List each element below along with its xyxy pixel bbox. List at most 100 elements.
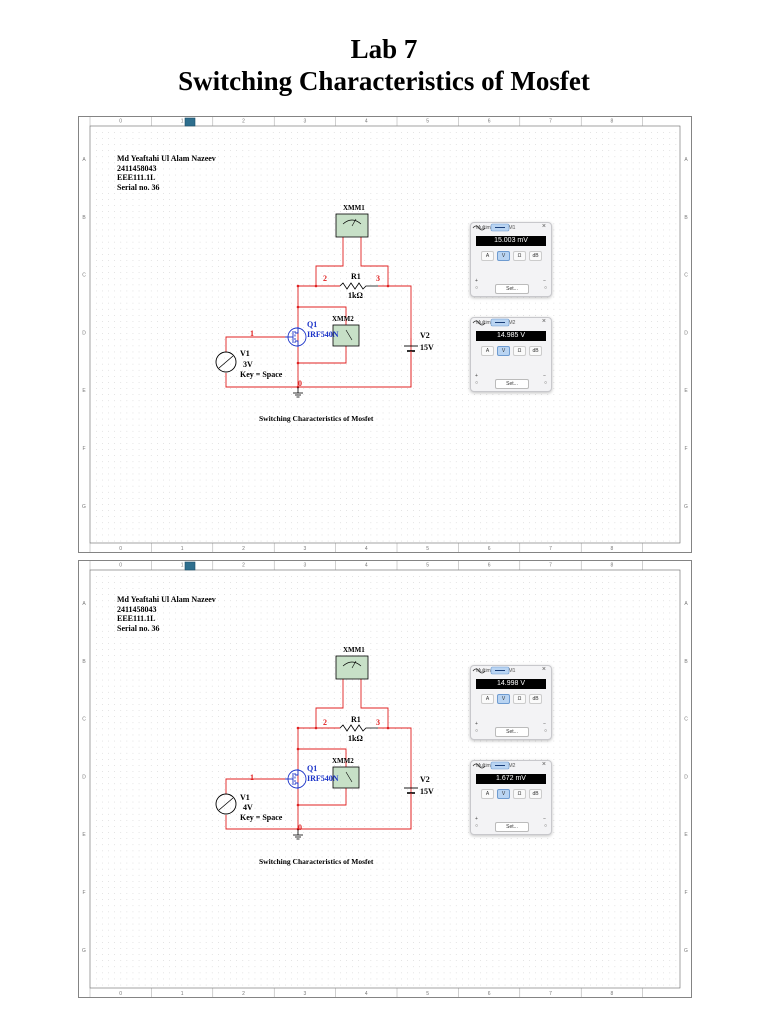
multimeter-xmm2-window[interactable]: Multimeter-XMM2 × 1.672 mV A V Ω dB + ○ …: [470, 760, 552, 835]
junction-dot: [386, 284, 390, 288]
negative-terminal-icon: −: [543, 278, 546, 284]
decibel-mode-button[interactable]: dB: [529, 694, 542, 704]
wire: [298, 748, 347, 770]
wire: [298, 306, 347, 328]
column-ruler-label: 1: [181, 991, 184, 997]
voltmeter-mode-button[interactable]: V: [497, 346, 510, 356]
ammeter-mode-button[interactable]: A: [481, 251, 494, 261]
signal-mode-selector: [472, 666, 510, 675]
ohmmeter-mode-button[interactable]: Ω: [513, 789, 526, 799]
terminal-dot-icon: ○: [475, 285, 479, 291]
close-icon[interactable]: ×: [541, 223, 546, 230]
ohmmeter-mode-button[interactable]: Ω: [513, 251, 526, 261]
negative-terminal-icon: −: [543, 816, 546, 822]
junction-dot: [296, 361, 300, 365]
decibel-mode-button[interactable]: dB: [529, 346, 542, 356]
xmm1-label: XMM1: [343, 204, 365, 212]
terminal-dot-icon: ○: [543, 285, 547, 291]
row-ruler-label: E: [684, 388, 688, 394]
sheet-border: [78, 560, 692, 998]
row-ruler-label: G: [82, 948, 86, 954]
decibel-mode-button[interactable]: dB: [529, 789, 542, 799]
close-icon[interactable]: ×: [541, 761, 546, 768]
node-3-label: 3: [376, 274, 380, 283]
v1-name: V1: [240, 793, 250, 802]
row-ruler-label: A: [684, 601, 688, 607]
column-ruler-label: 5: [426, 991, 429, 997]
multimeter-mode-buttons: A V Ω dB: [481, 346, 542, 356]
voltage-source-v1: [215, 793, 237, 815]
node-0-label: 0: [298, 823, 302, 832]
node-1-label: 1: [250, 773, 254, 782]
wire: [360, 237, 389, 286]
junction-dot: [386, 726, 390, 730]
multimeter-xmm2-icon: [332, 766, 360, 789]
student-id: 2411458043: [117, 604, 157, 614]
decibel-mode-button[interactable]: dB: [529, 251, 542, 261]
multimeter-xmm1-window[interactable]: Multimeter-XMM1 × 14.998 V A V Ω dB + ○ …: [470, 665, 552, 740]
row-ruler-label: B: [684, 659, 688, 665]
row-ruler-label: B: [82, 215, 86, 221]
row-ruler-label: D: [82, 774, 86, 780]
positive-terminal-icon: +: [475, 373, 478, 379]
xmm2-label: XMM2: [332, 315, 354, 323]
row-ruler-label: A: [82, 601, 86, 607]
positive-terminal-icon: +: [475, 816, 478, 822]
multimeter-display: 14.985 V: [476, 331, 546, 341]
multimeter-display: 14.998 V: [476, 679, 546, 689]
meter-dial-icon: [342, 661, 362, 667]
wire: [298, 784, 347, 806]
xmm2-label: XMM2: [332, 757, 354, 765]
q1-name: Q1: [307, 320, 318, 329]
column-ruler-label: 8: [611, 563, 614, 569]
circuit-caption: Switching Characteristics of Mosfet: [259, 414, 374, 423]
ammeter-mode-button[interactable]: A: [481, 694, 494, 704]
ammeter-mode-button[interactable]: A: [481, 789, 494, 799]
q1-part: IRF540N: [307, 330, 339, 339]
student-id: 2411458043: [117, 163, 157, 173]
set-button[interactable]: Set...: [495, 379, 529, 389]
wire: [225, 778, 288, 794]
set-button[interactable]: Set...: [495, 822, 529, 832]
r1-value: 1kΩ: [348, 734, 363, 743]
terminal-dot-icon: ○: [543, 823, 547, 829]
wire: [315, 679, 344, 728]
ohmmeter-mode-button[interactable]: Ω: [513, 346, 526, 356]
positive-terminal-icon: +: [475, 278, 478, 284]
voltmeter-mode-button[interactable]: V: [497, 789, 510, 799]
v1-key: Key = Space: [240, 370, 283, 379]
close-icon[interactable]: ×: [541, 318, 546, 325]
terminal-dot-icon: ○: [475, 728, 479, 734]
ammeter-mode-button[interactable]: A: [481, 346, 494, 356]
voltmeter-mode-button[interactable]: V: [497, 694, 510, 704]
column-ruler-label: 2: [242, 991, 245, 997]
set-button[interactable]: Set...: [495, 284, 529, 294]
resistor-r1: [339, 282, 378, 290]
set-button[interactable]: Set...: [495, 727, 529, 737]
close-icon[interactable]: ×: [541, 666, 546, 673]
resistor-r1: [339, 724, 378, 732]
ohmmeter-mode-button[interactable]: Ω: [513, 694, 526, 704]
q1-name: Q1: [307, 764, 318, 773]
column-ruler-label: 6: [488, 991, 491, 997]
multimeter-mode-buttons: A V Ω dB: [481, 694, 542, 704]
column-ruler-label: 2: [242, 119, 245, 125]
row-ruler-label: F: [684, 446, 687, 452]
multimeter-xmm2-window[interactable]: Multimeter-XMM2 × 14.985 V A V Ω dB + ○ …: [470, 317, 552, 392]
column-ruler-label: 4: [365, 119, 368, 125]
row-ruler-label: D: [684, 774, 688, 780]
junction-dot: [296, 803, 300, 807]
column-ruler-label: 7: [549, 991, 552, 997]
q1-part: IRF540N: [307, 774, 339, 783]
wire: [225, 815, 298, 830]
column-ruler-label: 7: [549, 563, 552, 569]
course-code: EEE111.1L: [117, 173, 156, 182]
student-info-2: Md Yeaftahi Ul Alam Nazeev 2411458043 EE…: [117, 595, 216, 633]
column-ruler-label: 3: [304, 563, 307, 569]
multimeter-xmm1-window[interactable]: Multimeter-XMM1 × 15.003 mV A V Ω dB + ○…: [470, 222, 552, 297]
voltmeter-mode-button[interactable]: V: [497, 251, 510, 261]
junction-dot: [296, 726, 300, 730]
row-ruler-label: C: [684, 273, 688, 279]
